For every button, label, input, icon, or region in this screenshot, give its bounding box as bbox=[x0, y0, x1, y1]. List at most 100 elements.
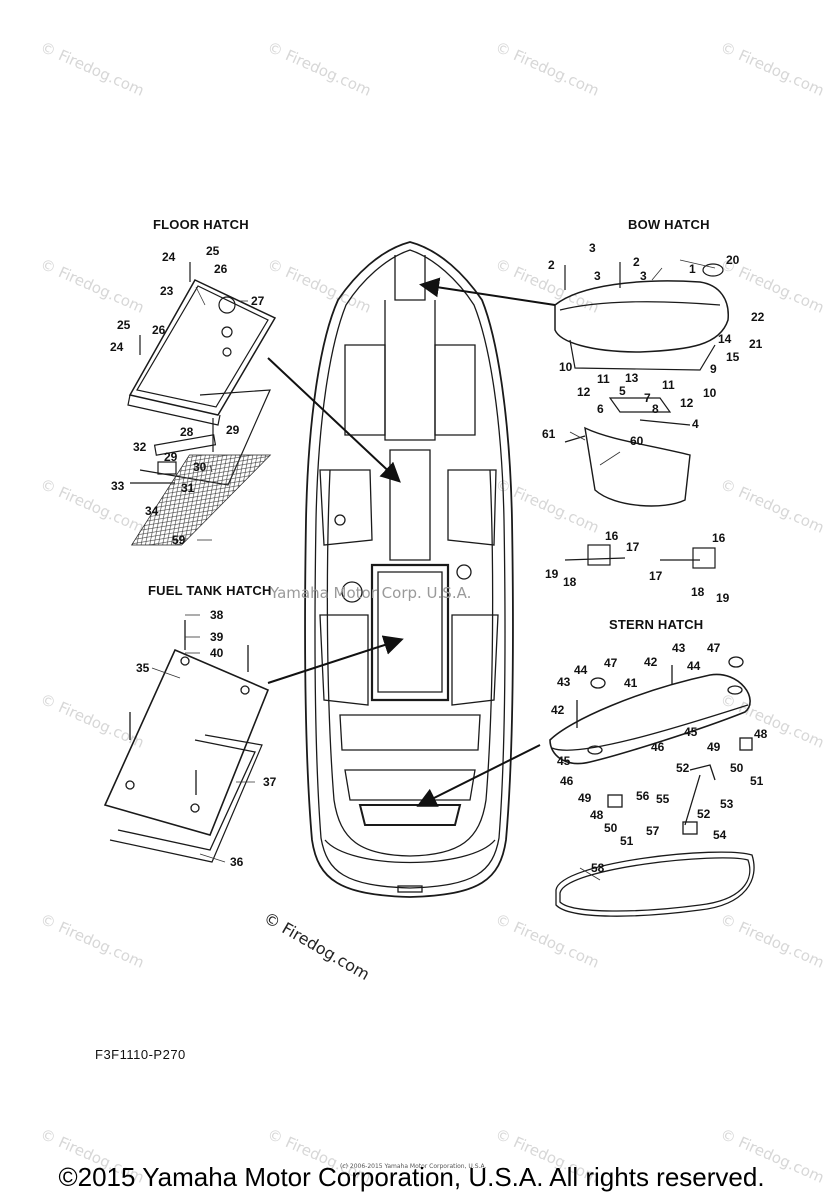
part-number: 46 bbox=[560, 774, 574, 788]
part-number: 50 bbox=[730, 761, 744, 775]
part-number: 60 bbox=[630, 434, 644, 448]
arrow-bow-hatch bbox=[419, 277, 556, 306]
part-number: 4 bbox=[692, 417, 699, 431]
bow-hatch-assembly bbox=[554, 262, 729, 569]
part-number: 3 bbox=[594, 269, 601, 283]
part-number: 47 bbox=[604, 656, 618, 670]
part-number: 48 bbox=[590, 808, 604, 822]
part-number: 42 bbox=[644, 655, 658, 669]
part-number: 24 bbox=[162, 250, 176, 264]
part-number: 6 bbox=[597, 402, 604, 416]
part-number: 38 bbox=[210, 608, 224, 622]
tiny-credit: (c) 2006-2015 Yamaha Motor Corporation, … bbox=[340, 1163, 487, 1170]
part-number: 33 bbox=[111, 479, 125, 493]
part-number: 27 bbox=[251, 294, 265, 308]
part-number: 41 bbox=[624, 676, 638, 690]
part-number: 14 bbox=[718, 332, 732, 346]
part-number: 52 bbox=[676, 761, 690, 775]
part-number: 44 bbox=[687, 659, 701, 673]
stern-hatch-assembly bbox=[549, 656, 755, 917]
part-number: 50 bbox=[604, 821, 618, 835]
part-number: 17 bbox=[626, 540, 640, 554]
part-number: 46 bbox=[651, 740, 665, 754]
part-number: 26 bbox=[214, 262, 228, 276]
floor-mat bbox=[130, 454, 272, 546]
part-number: 48 bbox=[754, 727, 768, 741]
part-number: 40 bbox=[210, 646, 224, 660]
part-number: 22 bbox=[751, 310, 765, 324]
part-number: 49 bbox=[578, 791, 592, 805]
figure-code: F3F1110-P270 bbox=[95, 1047, 186, 1062]
part-number: 58 bbox=[591, 861, 605, 875]
part-number: 55 bbox=[656, 792, 670, 806]
part-number: 11 bbox=[597, 372, 610, 386]
part-number: 8 bbox=[652, 402, 659, 416]
fuel-tank-hatch-title: FUEL TANK HATCH bbox=[148, 583, 272, 598]
part-number: 59 bbox=[172, 533, 186, 547]
part-number: 30 bbox=[193, 460, 207, 474]
part-number: 51 bbox=[620, 834, 634, 848]
part-number: 20 bbox=[726, 253, 740, 267]
part-number: 45 bbox=[557, 754, 571, 768]
part-number: 56 bbox=[636, 789, 650, 803]
part-number: 3 bbox=[640, 269, 647, 283]
leader-lines bbox=[151, 259, 716, 881]
part-number: 3 bbox=[589, 241, 596, 255]
part-number: 15 bbox=[726, 350, 740, 364]
part-number: 34 bbox=[145, 504, 159, 518]
stern-hatch-title: STERN HATCH bbox=[609, 617, 704, 632]
part-number: 61 bbox=[542, 427, 556, 441]
center-watermark: Yamaha Motor Corp. U.S.A. bbox=[270, 584, 472, 602]
arrow-stern-hatch bbox=[416, 744, 541, 807]
arrow-fuel-hatch bbox=[267, 635, 404, 684]
part-number: 49 bbox=[707, 740, 721, 754]
part-number: 28 bbox=[180, 425, 194, 439]
part-number: 47 bbox=[707, 641, 721, 655]
part-number: 12 bbox=[577, 385, 591, 399]
part-number: 54 bbox=[713, 828, 727, 842]
copyright-notice: ©2015 Yamaha Motor Corporation, U.S.A. A… bbox=[58, 1162, 765, 1192]
part-number: 2 bbox=[548, 258, 555, 272]
part-number: 26 bbox=[152, 323, 166, 337]
part-number: 21 bbox=[749, 337, 763, 351]
part-number: 24 bbox=[110, 340, 124, 354]
bow-hatch-title: BOW HATCH bbox=[628, 217, 710, 232]
part-number: 13 bbox=[625, 371, 639, 385]
part-number: 36 bbox=[230, 855, 244, 869]
part-number: 10 bbox=[703, 386, 717, 400]
part-number: 35 bbox=[136, 661, 150, 675]
part-number: 10 bbox=[559, 360, 573, 374]
part-number: 37 bbox=[263, 775, 277, 789]
part-number: 5 bbox=[619, 384, 626, 398]
part-number: 25 bbox=[117, 318, 131, 332]
part-number: 39 bbox=[210, 630, 224, 644]
part-number: 31 bbox=[181, 481, 195, 495]
part-number: 19 bbox=[716, 591, 730, 605]
part-number: 19 bbox=[545, 567, 559, 581]
boat-hull bbox=[304, 241, 514, 898]
part-number: 23 bbox=[160, 284, 174, 298]
part-number: 57 bbox=[646, 824, 660, 838]
part-number: 18 bbox=[691, 585, 705, 599]
arrow-floor-hatch bbox=[267, 357, 401, 483]
fuel-tank-hatch-assembly bbox=[103, 620, 270, 863]
part-number: 18 bbox=[563, 575, 577, 589]
part-number: 44 bbox=[574, 663, 588, 677]
part-number: 51 bbox=[750, 774, 764, 788]
part-number: 2 bbox=[633, 255, 640, 269]
part-number: 9 bbox=[710, 362, 717, 376]
floor-hatch-title: FLOOR HATCH bbox=[153, 217, 249, 232]
part-number: 43 bbox=[672, 641, 686, 655]
part-number: 7 bbox=[644, 391, 651, 405]
part-number: 11 bbox=[662, 378, 675, 392]
part-number: 16 bbox=[605, 529, 619, 543]
part-number: 12 bbox=[680, 396, 694, 410]
part-number: 25 bbox=[206, 244, 220, 258]
part-number: 43 bbox=[557, 675, 571, 689]
part-number: 1 bbox=[689, 262, 696, 276]
part-number: 32 bbox=[133, 440, 147, 454]
callout-arrows bbox=[267, 277, 556, 807]
part-number: 16 bbox=[712, 531, 726, 545]
part-number: 29 bbox=[226, 423, 240, 437]
